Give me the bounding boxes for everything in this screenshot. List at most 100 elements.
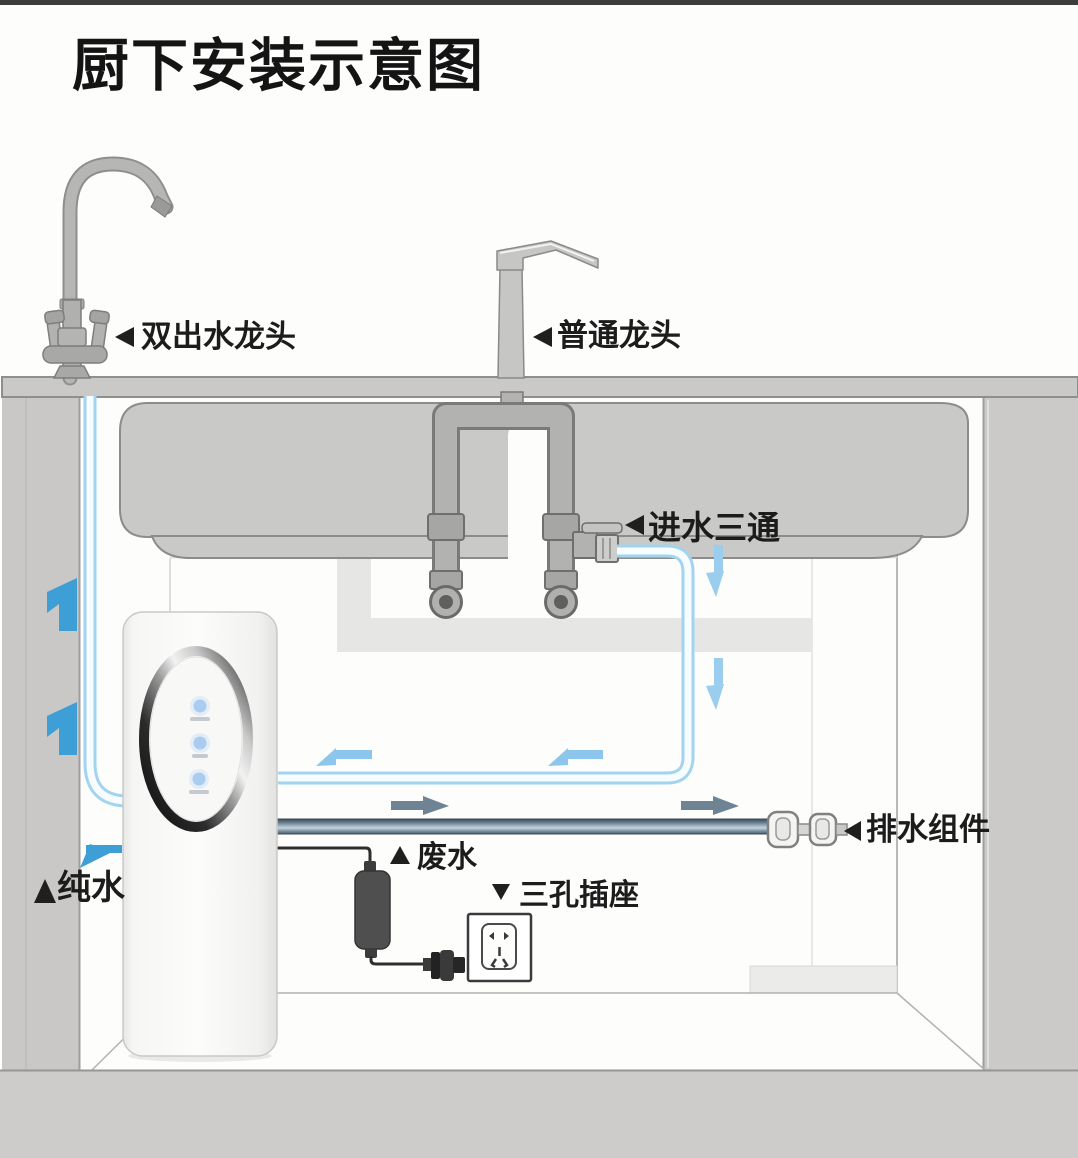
arrow-bar <box>714 545 723 575</box>
left-pointer-icon <box>533 327 552 347</box>
arrow-bar <box>714 658 723 688</box>
left-hose-end-core <box>439 595 453 609</box>
spout-tip <box>150 195 173 218</box>
purifier-chrome-ring <box>139 646 253 832</box>
led-indicator-icon <box>192 772 206 786</box>
arrow-bar <box>391 801 425 810</box>
up-flow-arrow-icon <box>47 578 77 631</box>
left-pointer-icon <box>115 327 134 347</box>
left-flow-arrow-icon <box>316 748 372 766</box>
drain-link <box>797 823 811 836</box>
front-floor <box>0 1070 1078 1158</box>
right-drain-arrow-icon <box>391 796 449 815</box>
socket-label: 三孔插座 <box>519 879 639 912</box>
arrow-head <box>706 684 724 710</box>
rear-baseboard <box>749 965 898 994</box>
left-pointer-icon <box>625 515 644 535</box>
cabinet-structure <box>0 396 1078 1158</box>
arrow-bar <box>86 845 122 853</box>
plug-body <box>440 950 454 981</box>
base-flange <box>52 365 92 379</box>
down-flow-arrow-icon <box>706 658 724 710</box>
plug-tip <box>453 957 465 973</box>
led-caption-smudge <box>192 754 208 758</box>
tee-handle <box>581 522 623 534</box>
down-flow-arrow-icon <box>706 545 724 597</box>
power-cable-lower <box>369 956 423 966</box>
up-pointer-icon <box>390 846 410 864</box>
right-drain-arrow-icon <box>681 796 739 815</box>
tee-outlet-nut <box>595 534 619 563</box>
adapter-top-nipple <box>364 861 376 872</box>
power-cable-upper <box>276 846 372 866</box>
arrow-bar <box>336 750 372 759</box>
left-pipe-coupling <box>427 513 465 541</box>
feed-tube-inner <box>278 547 692 782</box>
pure-water-arrow-icon <box>80 844 122 868</box>
right-wall <box>983 396 1078 1071</box>
power-adapter <box>354 870 391 950</box>
drain-barrel-1-core <box>775 817 791 841</box>
floor-right-diagonal <box>896 992 986 1071</box>
socket-hole-bottom-right <box>501 958 509 969</box>
led-indicator-icon <box>193 736 207 750</box>
socket-hole-bottom-left <box>490 958 498 969</box>
power-adapter-assembly <box>276 846 465 981</box>
label-pointers <box>34 327 861 903</box>
waste-water-label: 废水 <box>417 841 477 874</box>
left-pointer-icon <box>844 821 861 841</box>
drain-assembly-label: 排水组件 <box>866 812 990 847</box>
arrow-head <box>548 748 568 766</box>
right-hose-end-core <box>554 595 568 609</box>
mid-collar <box>57 327 87 347</box>
arrow-head <box>423 796 449 815</box>
up-flow-arrow-icon <box>47 702 77 755</box>
socket-hole-top-right <box>504 932 509 940</box>
led-caption-smudge <box>190 717 210 721</box>
pure-water-label: 纯水 <box>57 869 125 907</box>
pure-water-tube <box>83 396 129 808</box>
arrow-head <box>316 748 336 766</box>
inlet-tee-label: 进水三通 <box>648 509 780 546</box>
regular-faucet <box>496 240 599 379</box>
pure-tube-inner <box>86 396 129 805</box>
faucet-highlight <box>499 242 595 262</box>
dual-outlet-faucet <box>42 156 174 386</box>
left-handle-knob <box>44 309 65 325</box>
right-handle-knob <box>89 309 110 325</box>
flow-arrows <box>47 545 739 868</box>
right-pipe-coupling <box>542 513 580 541</box>
plug-neck <box>423 958 432 971</box>
left-flow-arrow-icon <box>548 748 603 766</box>
top-border-bar <box>0 0 1078 5</box>
waste-water-pipe <box>275 818 769 835</box>
arrow-bar <box>568 750 603 759</box>
outlet-arms <box>42 345 108 364</box>
down-pointer-icon <box>492 884 510 900</box>
socket-face <box>481 923 517 970</box>
drain-barrel-2-core <box>815 818 830 840</box>
led-indicator-icon <box>193 699 207 713</box>
countertop <box>1 376 1078 398</box>
sink <box>119 402 969 561</box>
water-purifier <box>122 611 278 1062</box>
drain-end-nub <box>835 823 848 836</box>
feed-water-tube <box>278 544 695 785</box>
arrow-bar <box>681 801 715 810</box>
drain-assembly <box>766 810 848 849</box>
supply-pipe <box>435 405 572 590</box>
page-title: 厨下安装示意图 <box>72 34 485 98</box>
dual-faucet-label: 双出水龙头 <box>141 319 296 354</box>
arrow-head <box>713 796 739 815</box>
adapter-bottom-nipple <box>365 948 377 958</box>
tee-body <box>572 531 598 559</box>
arrow-head <box>706 571 724 597</box>
led-caption-smudge <box>189 790 209 794</box>
regular-faucet-label: 普通龙头 <box>557 318 681 353</box>
arrow-head <box>80 844 112 868</box>
faucet-column <box>497 268 525 379</box>
led-indicators <box>189 696 210 794</box>
up-pointer-icon <box>34 879 56 903</box>
